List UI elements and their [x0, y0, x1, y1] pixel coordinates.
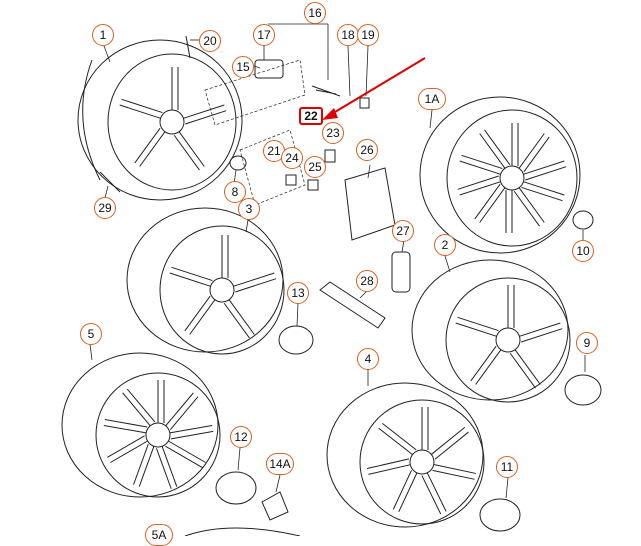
highlight-arrow [322, 57, 426, 120]
dashed-frame [204, 59, 306, 126]
callout-5A: 5A [145, 524, 173, 546]
tube-28 [319, 281, 386, 329]
hub-cap-11 [479, 498, 521, 532]
callout-15: 15 [232, 56, 254, 78]
bottle-27 [391, 251, 411, 293]
callout-25: 25 [304, 156, 326, 178]
wheel-3 [126, 207, 285, 355]
hub-cap-12 [215, 471, 257, 505]
wheel-4 [326, 382, 485, 528]
dashed-frame-2 [239, 129, 306, 206]
callout-22-highlighted: 22 [299, 107, 323, 125]
callout-11: 11 [496, 456, 518, 478]
hub-cap-9 [564, 374, 602, 406]
kit-26 [344, 167, 396, 241]
callout-5: 5 [80, 323, 102, 345]
callout-28: 28 [356, 270, 378, 292]
callout-24: 24 [281, 147, 303, 169]
callout-3: 3 [238, 198, 260, 220]
callout-1A: 1A [418, 88, 446, 110]
hub-cap-13 [278, 325, 314, 355]
callout-20: 20 [199, 30, 221, 52]
callout-18: 18 [337, 24, 359, 46]
wheel-1A [419, 96, 581, 254]
callout-19: 19 [357, 24, 379, 46]
callout-21: 21 [263, 140, 285, 162]
valve-sensor-15 [254, 59, 284, 79]
callout-1: 1 [92, 24, 114, 46]
callout-29: 29 [94, 197, 116, 219]
clip-14A [261, 491, 289, 521]
wheel-2 [411, 259, 571, 403]
callout-10: 10 [572, 240, 594, 262]
wheel-5A [184, 527, 301, 536]
hub-cap-10 [572, 210, 594, 230]
callout-26: 26 [356, 139, 378, 161]
callout-27: 27 [392, 220, 414, 242]
callout-12: 12 [230, 426, 252, 448]
valve-20 [185, 35, 191, 59]
callout-2: 2 [434, 234, 456, 256]
callout-17: 17 [253, 24, 275, 46]
callout-16: 16 [304, 2, 326, 24]
cap-8 [229, 155, 247, 171]
callout-4: 4 [357, 348, 379, 370]
wheel-5 [61, 352, 221, 498]
part-19 [359, 97, 370, 109]
callout-13: 13 [287, 282, 309, 304]
part-25 [307, 179, 319, 191]
part-23 [324, 149, 336, 163]
weight-29 [99, 171, 121, 193]
callout-9: 9 [576, 332, 598, 354]
callout-14A: 14A [266, 453, 294, 475]
callout-23: 23 [322, 122, 344, 144]
valve-stem [311, 85, 341, 97]
part-24 [285, 174, 297, 186]
callout-8: 8 [224, 181, 246, 203]
wheel-1 [77, 39, 243, 201]
